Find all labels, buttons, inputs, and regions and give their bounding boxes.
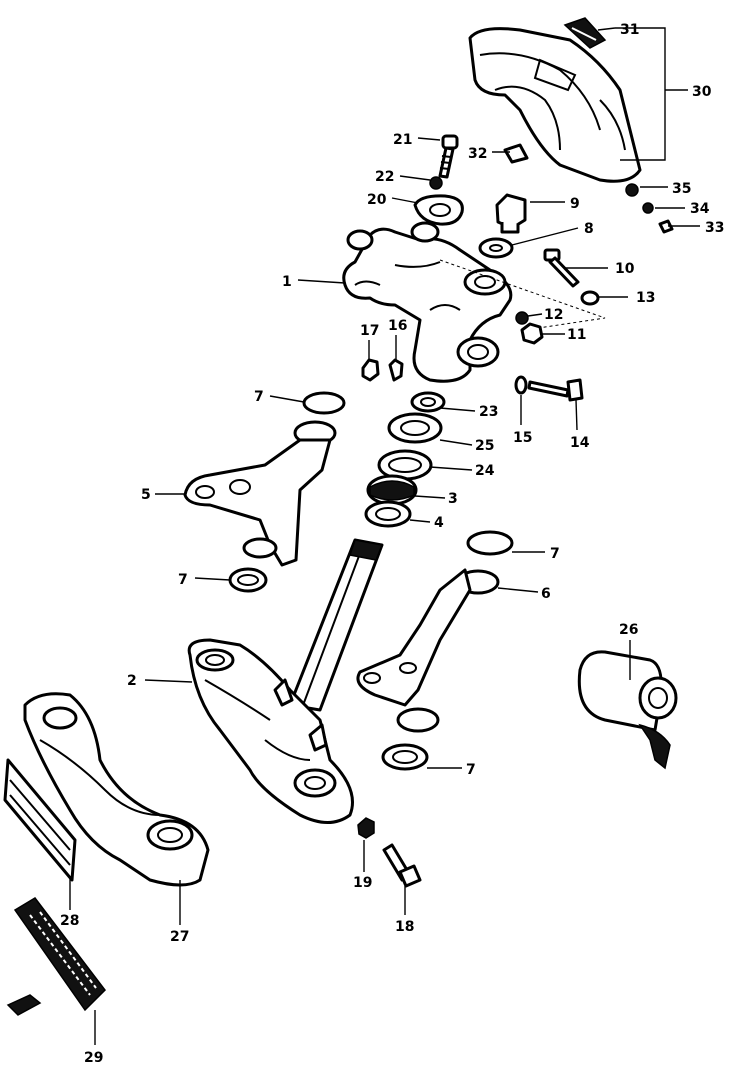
label-35: 35 [672,181,691,197]
label-9: 9 [570,196,580,212]
label-28: 28 [60,913,79,929]
clip [503,143,529,164]
label-14: 14 [570,435,590,451]
label-12: 12 [544,307,563,323]
label-25: 25 [475,438,494,454]
small-nut-16 [388,358,404,382]
right-headlight-bracket [356,530,514,771]
washer-small [642,202,654,214]
label-7d: 7 [466,762,476,778]
handlebar-cover [468,27,642,183]
label-3: 3 [448,491,458,507]
pinch-washer [580,290,600,306]
small-clip [6,994,42,1016]
leader-lines [69,27,700,1045]
label-4: 4 [434,515,444,531]
ignition-switch [577,650,678,770]
small-screw [658,219,674,234]
label-7c: 7 [178,572,188,588]
badge-plate [13,897,106,1012]
label-22: 22 [375,169,394,185]
label-29: 29 [84,1050,103,1066]
cover-emblem [3,758,77,882]
stem-washer [478,237,514,259]
label-6: 6 [541,586,551,602]
label-7b: 7 [550,546,560,562]
small-nut-17 [361,358,380,382]
label-15: 15 [513,430,532,446]
label-7a: 7 [254,389,264,405]
label-18: 18 [395,919,414,935]
label-8: 8 [584,221,594,237]
lock-washer [515,311,529,325]
bearing-stack [364,391,446,528]
bolt-washer [429,176,443,190]
label-10: 10 [615,261,635,277]
label-5: 5 [141,487,151,503]
label-30: 30 [692,84,712,100]
label-26: 26 [619,622,638,638]
lower-cover [23,692,210,887]
bolt-washer-15 [514,375,528,395]
left-headlight-bracket [183,391,346,593]
stem-pinch-bolt [382,843,422,888]
label-21: 21 [393,132,412,148]
label-20: 20 [367,192,387,208]
label-32: 32 [468,146,487,162]
label-33: 33 [705,220,724,236]
label-13: 13 [636,290,655,306]
hex-nut [520,322,544,345]
label-31: 31 [620,22,639,38]
handlebar-bolt [438,134,459,179]
label-24: 24 [475,463,495,479]
label-17: 17 [360,323,379,339]
label-16: 16 [388,318,407,334]
upper-bracket [342,221,513,383]
pinch-bolt [543,248,580,288]
label-11: 11 [567,327,586,343]
stem-cap-bolt [495,193,527,234]
clamp-bolt [527,378,584,402]
label-19: 19 [353,875,372,891]
label-23: 23 [479,404,498,420]
cover-switch [563,17,607,49]
grommet [625,183,639,197]
label-34: 34 [690,201,710,217]
label-2: 2 [127,673,137,689]
label-1: 1 [282,274,292,290]
label-27: 27 [170,929,189,945]
handlebar-holder [413,194,464,226]
steering-stem [187,538,384,824]
stem-nut [357,817,375,839]
callout-labels: 31 30 21 32 22 35 20 9 34 8 33 10 1 13 1… [60,22,724,1066]
